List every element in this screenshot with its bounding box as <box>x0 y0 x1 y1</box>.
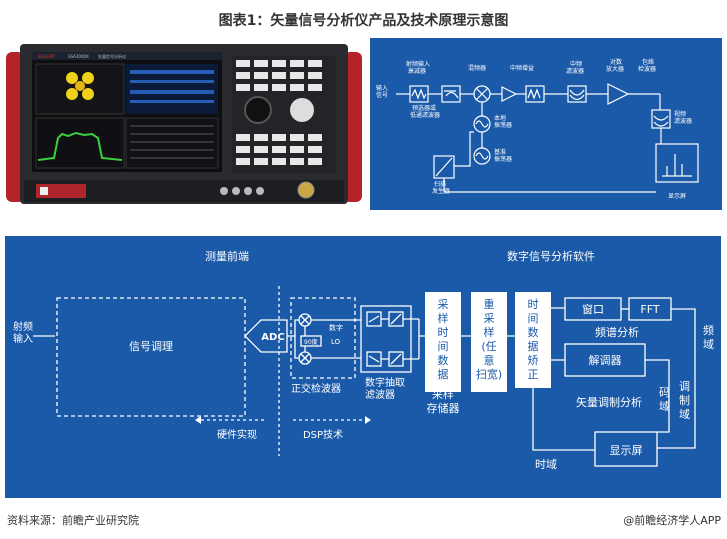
window-label: 窗口 <box>582 302 604 316</box>
spectrum-plot <box>35 117 125 169</box>
vsa-principle-diagram: 测量前端 数字信号分析软件 射频输入 信号调理 ADC 数字 LO 90度 正交… <box>5 236 721 498</box>
svg-text:扫描发生器: 扫描发生器 <box>432 180 450 195</box>
svg-text:基准振荡器: 基准振荡器 <box>494 148 512 163</box>
sample-store-label: 采样存储器 <box>427 387 460 415</box>
left-handle <box>6 52 24 202</box>
digital-label: 数字 <box>329 323 343 332</box>
freq-domain-label: 频域 <box>703 323 714 351</box>
display-label: 显示屏 <box>668 193 686 200</box>
dsp-software-title: 数字信号分析软件 <box>507 249 595 263</box>
decimation-label: 数字抽取滤波器 <box>365 376 405 401</box>
svg-text:视频滤波器: 视频滤波器 <box>674 110 692 125</box>
time-domain-label: 时域 <box>535 458 557 471</box>
rotary-knob[interactable] <box>244 96 272 124</box>
rf-input-label: 射频输入 <box>13 320 33 345</box>
svg-text:对数放大器: 对数放大器 <box>606 58 624 73</box>
vector-analysis-label: 矢量调制分析 <box>576 395 642 409</box>
log-amp-symbol <box>607 83 630 105</box>
svg-text:射频输入衰减器: 射频输入衰减器 <box>406 60 430 75</box>
svg-text:包络检波器: 包络检波器 <box>638 58 656 73</box>
decimation-filter-box <box>360 305 412 373</box>
mixer-label: 混频器 <box>468 64 486 72</box>
svg-text:重采样(任意扫宽): 重采样(任意扫宽) <box>476 297 502 381</box>
hardware-label: 硬件实现 <box>217 428 257 441</box>
reference-oscillator <box>473 147 491 165</box>
svg-text:采样时间数据: 采样时间数据 <box>438 298 449 381</box>
analyzer-photo: SIGLENT SSA3000X 矢量信号分析仪 <box>6 44 362 204</box>
model-label: SSA3000X <box>68 54 89 59</box>
footer-credit: @前瞻经济学人APP <box>623 514 721 527</box>
resample-box: 重采样(任意扫宽) <box>471 292 507 392</box>
lo-label: LO <box>331 338 341 346</box>
time-correction-box: 时间数据矫正 <box>515 292 551 388</box>
power-button[interactable] <box>40 187 48 195</box>
svg-text:时间数据矫正: 时间数据矫正 <box>528 298 539 381</box>
demodulator-label: 解调器 <box>589 353 622 367</box>
footer-source: 资料来源：前瞻产业研究院 <box>7 514 139 527</box>
arrow-pad[interactable] <box>290 98 314 122</box>
constellation-plot <box>66 72 94 100</box>
page-title: 图表1：矢量信号分析仪产品及技术原理示意图 <box>218 13 509 29</box>
vsa-display-box <box>594 431 658 467</box>
rf-input-connector[interactable] <box>297 181 315 199</box>
conditioning-label: 信号调理 <box>129 340 173 353</box>
spectrum-analyzer-block-diagram: 输入信号 射频输入衰减器 混频器 中频增益 中频滤波器 对数放大器 包络检波器 … <box>370 38 722 210</box>
function-keys[interactable] <box>236 60 322 165</box>
iq-detector-label: 正交检波器 <box>291 382 341 395</box>
right-handle <box>344 52 362 202</box>
vsa-display-label: 显示屏 <box>610 444 643 457</box>
if-gain-label: 中频增益 <box>510 64 534 72</box>
input-signal-label: 输入信号 <box>376 84 388 99</box>
if-gain-amplifier <box>501 86 518 102</box>
front-end-title: 测量前端 <box>205 249 249 263</box>
mod-domain-label: 调制域 <box>679 380 690 421</box>
svg-text:中频滤波器: 中频滤波器 <box>566 60 584 75</box>
spectrum-analysis-label: 频谱分析 <box>595 325 639 339</box>
display-box <box>655 143 699 183</box>
dsp-tech-label: DSP技术 <box>303 428 343 441</box>
conditioning-box <box>56 297 246 417</box>
iq-detector-box <box>290 297 356 379</box>
sample-data-box: 采样时间数据 <box>425 292 461 392</box>
svg-text:本地振荡器: 本地振荡器 <box>494 114 512 129</box>
screen-header: 矢量信号分析仪 <box>98 53 126 59</box>
code-domain-label: 码域 <box>659 386 670 413</box>
brand-label: SIGLENT <box>38 54 56 59</box>
fft-label: FFT <box>640 303 659 316</box>
adc-label: ADC <box>261 332 284 343</box>
phase-shift-box <box>300 335 322 347</box>
phase90-label: 90度 <box>304 338 318 346</box>
svg-text:预选器或低通滤波器: 预选器或低通滤波器 <box>410 104 440 119</box>
